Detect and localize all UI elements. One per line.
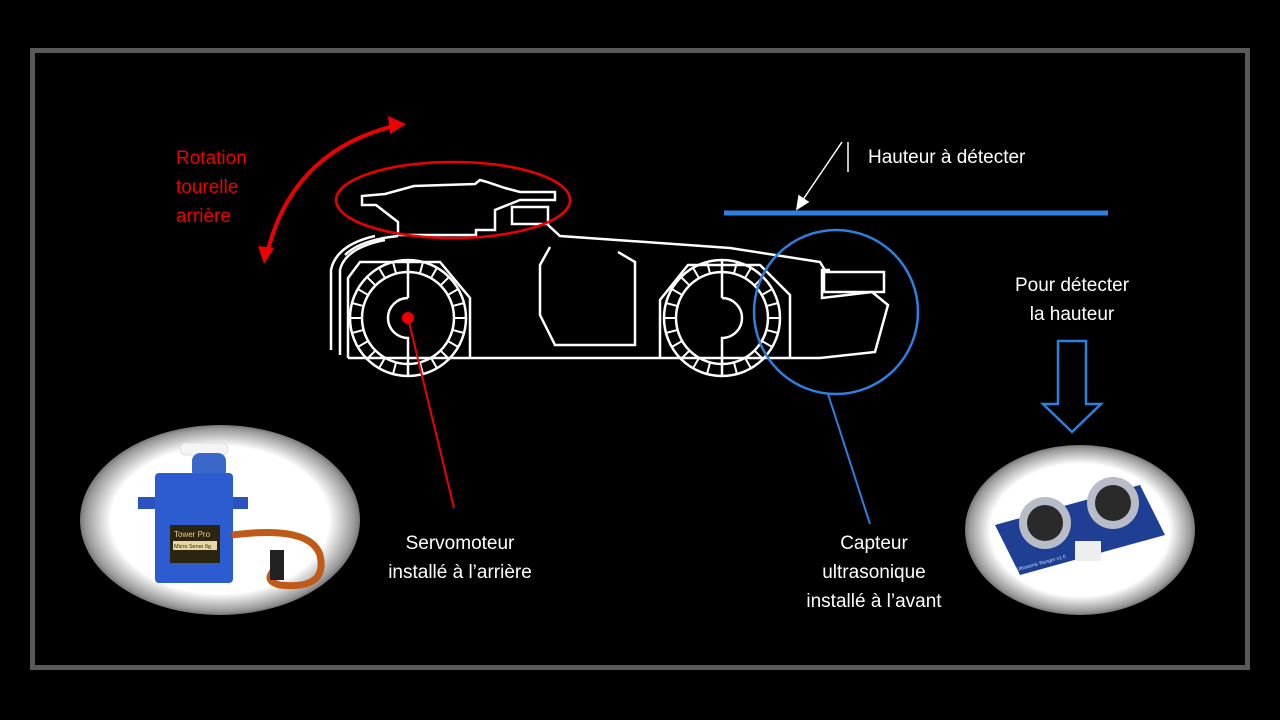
rotation-label-line: tourelle xyxy=(176,177,239,198)
detect-purpose-line: Pour détecter xyxy=(1014,275,1130,296)
rotation-arrow xyxy=(258,116,406,264)
tread-segment xyxy=(430,357,438,369)
ultrasonic-sensor-photo: Ultrasonic Ranger v1.0 xyxy=(965,445,1195,615)
sensor-label: Capteur ultrasonique installé à l’avant xyxy=(754,529,994,616)
tread-segment xyxy=(392,362,398,375)
tread-segment xyxy=(766,328,779,334)
servo-brand-text: Tower Pro xyxy=(174,530,211,539)
tread-segment xyxy=(744,267,752,279)
tread-segment xyxy=(732,261,738,274)
sensor-label-line: installé à l’avant xyxy=(806,591,942,612)
tread-segment xyxy=(452,328,465,334)
tread-segment xyxy=(392,261,398,274)
tread-segment xyxy=(366,349,377,360)
servo-label-line: Servomoteur xyxy=(405,533,515,554)
tread-segment xyxy=(706,362,712,375)
turret-highlight-ellipse xyxy=(334,160,572,240)
side-panel xyxy=(538,246,637,347)
down-arrow-icon xyxy=(1039,339,1105,434)
tread-segment xyxy=(766,302,779,308)
rotation-label-line: Rotation xyxy=(176,148,247,169)
tread-segment xyxy=(452,302,465,308)
tread-segment xyxy=(378,357,386,369)
sensor-pointer-line xyxy=(827,393,871,525)
tread-segment xyxy=(680,349,691,360)
rotation-label-line: arrière xyxy=(176,206,231,227)
servo-label-line: installé à l’arrière xyxy=(388,562,532,583)
tread-segment xyxy=(680,276,691,287)
tread-segment xyxy=(447,340,459,348)
sensor-label-line: ultrasonique xyxy=(822,562,926,583)
servo-pointer-line xyxy=(407,317,455,509)
tread-segment xyxy=(357,340,369,348)
tread-segment xyxy=(732,362,738,375)
hull-top xyxy=(344,224,828,273)
tread-segment xyxy=(418,261,424,274)
turret xyxy=(360,178,557,237)
tread-segment xyxy=(430,267,438,279)
body-bottom xyxy=(348,268,890,360)
detect-purpose-label: Pour détecter la hauteur xyxy=(972,271,1172,329)
tread-segment xyxy=(447,288,459,296)
servo-photo: Tower Pro Micro Servo 9g xyxy=(80,425,360,615)
sensor-label-line: Capteur xyxy=(840,533,908,554)
tread-segment xyxy=(351,328,364,334)
servo-model-text: Micro Servo 9g xyxy=(174,544,211,550)
tread-segment xyxy=(744,357,752,369)
tread-segment xyxy=(761,340,773,348)
sensor-highlight-circle xyxy=(752,228,920,396)
rotation-label: Rotation tourelle arrière xyxy=(176,144,247,231)
wheel-treads xyxy=(350,260,780,376)
tread-segment xyxy=(357,288,369,296)
tread-segment xyxy=(761,288,773,296)
detect-purpose-line: la hauteur xyxy=(1029,304,1115,325)
slide-frame xyxy=(30,48,1250,670)
servo-label: Servomoteur installé à l’arrière xyxy=(340,529,580,587)
height-pointer-arrow xyxy=(796,141,849,211)
tread-segment xyxy=(665,328,678,334)
tread-segment xyxy=(378,267,386,279)
tread-segment xyxy=(671,340,683,348)
tread-segment xyxy=(351,302,364,308)
tread-segment xyxy=(439,349,450,360)
tread-segment xyxy=(706,261,712,274)
tread-segment xyxy=(665,302,678,308)
tread-segment xyxy=(671,288,683,296)
tread-segment xyxy=(439,276,450,287)
tread-segment xyxy=(418,362,424,375)
height-target-label: Hauteur à détecter xyxy=(868,147,1026,168)
tread-segment xyxy=(366,276,377,287)
tread-segment xyxy=(692,357,700,369)
tread-segment xyxy=(753,349,764,360)
tread-segment xyxy=(692,267,700,279)
